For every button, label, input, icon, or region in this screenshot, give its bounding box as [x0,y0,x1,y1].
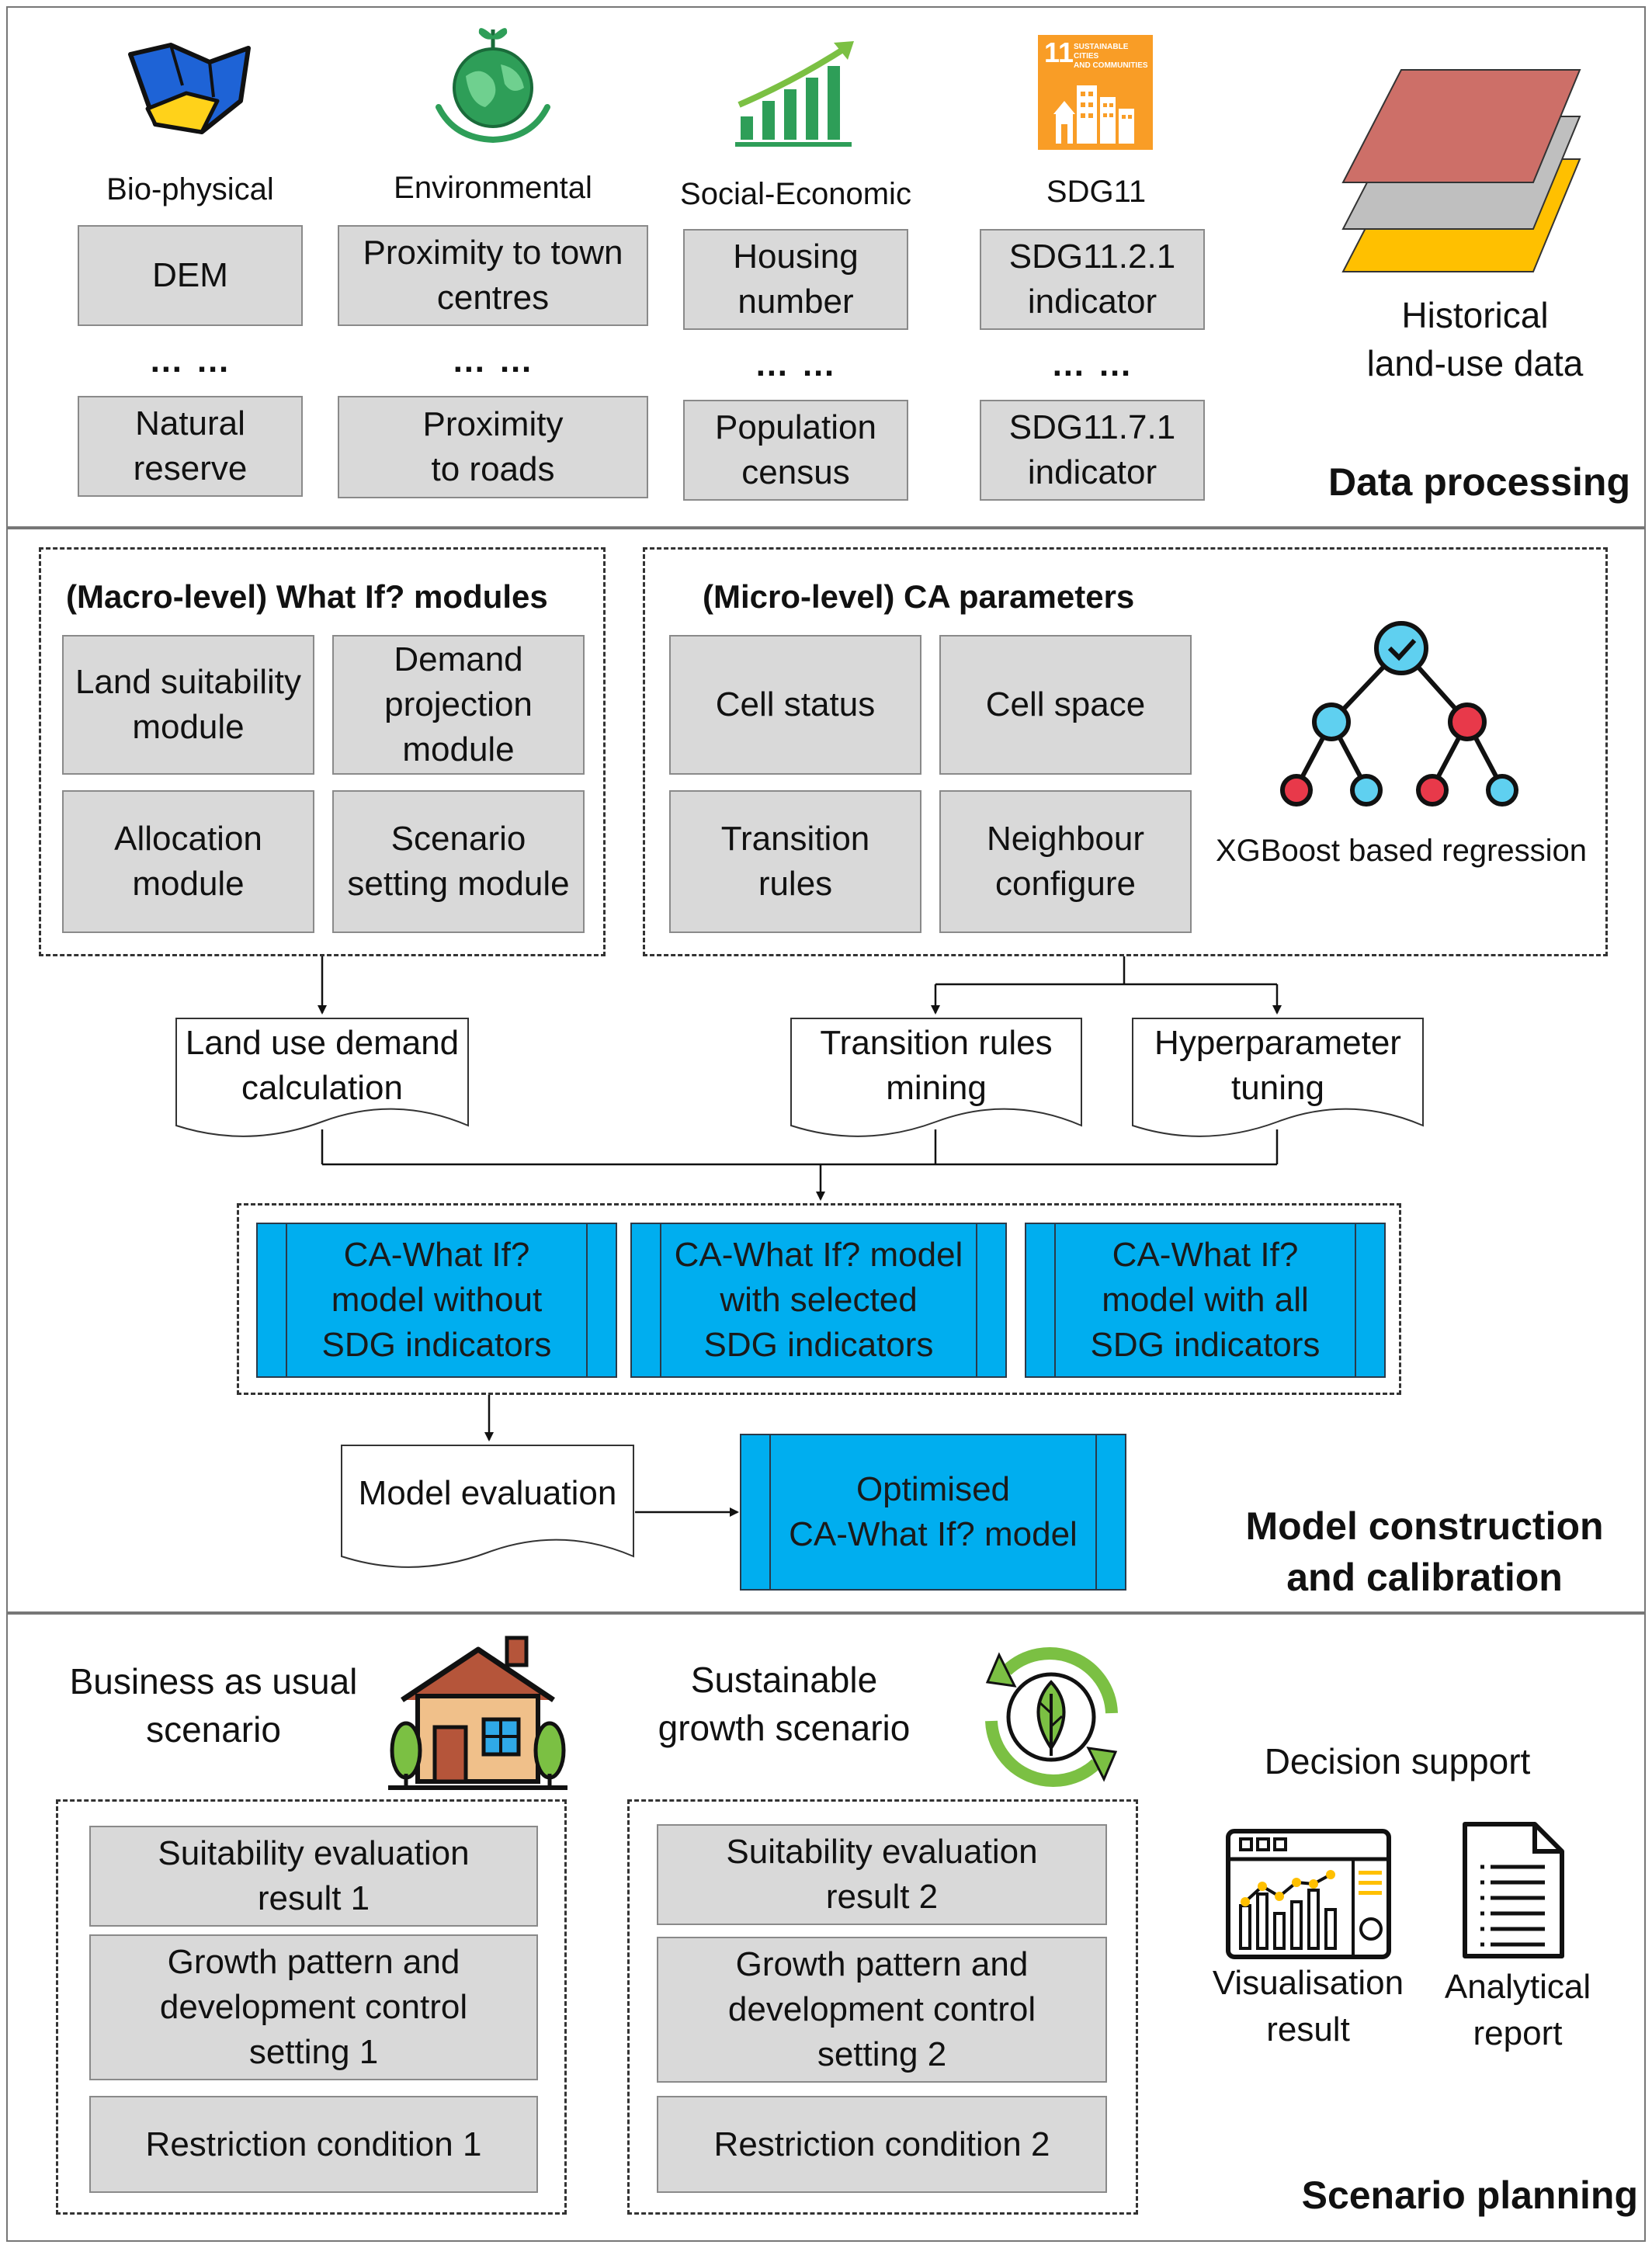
model-selected-sdg: CA-What If? model with selected SDG indi… [630,1223,1007,1378]
micro-params-container [643,547,1608,956]
business-as-usual-title: Business as usual scenario [69,1661,358,1750]
input-box-sdg1121: SDG11.2.1 indicator [980,229,1205,330]
cell-space-param: Cell space [939,635,1192,775]
data-processing-title: Data processing [1328,460,1630,504]
category-label-social-economic: Social-Economic [680,177,911,211]
growth-chart-icon [735,41,854,147]
xgboost-label: XGBoost based regression [1215,834,1588,868]
model-variants-container [237,1203,1401,1395]
land-use-layers-icon [1341,69,1581,272]
model-construction-title: Model construction and calibration [1245,1504,1604,1599]
earth-hands-icon [436,28,550,144]
sdg11-icon: 11 SUSTAINABLE CITIES AND COMMUNITIES [1038,35,1153,150]
input-box-proximity-roads: Proximity to roads [338,396,648,498]
report-document-icon [1463,1822,1564,1958]
ellipsis: … … [148,342,232,380]
demand-projection-module: Demand projection module [332,635,585,775]
visualisation-result-label: Visualisation result [1212,1964,1404,2049]
sdg11-icon-number: 11 [1044,36,1074,68]
bau-restriction: Restriction condition 1 [89,2096,538,2193]
leaf-recycle-icon [985,1647,1118,1787]
document-shape-demand [175,1018,469,1137]
model-without-sdg: CA-What If? model without SDG indicators [256,1223,617,1378]
model-evaluation: Model evaluation [358,1474,617,1512]
decision-support-title: Decision support [1264,1741,1531,1781]
allocation-module: Allocation module [62,790,314,933]
input-box-natural-reserve: Natural reserve [78,396,303,497]
ellipsis: … … [1050,345,1134,383]
land-use-demand-calculation: Land use demand calculation [185,1024,460,1107]
transition-rules-param: Transition rules [669,790,921,933]
bau-scenario-container [56,1799,567,2215]
ellipsis: … … [451,342,535,380]
sg-growth-pattern: Growth pattern and development control s… [657,1937,1107,2083]
city-buildings-icon [1053,85,1134,144]
input-box-sdg1171: SDG11.7.1 indicator [980,400,1205,501]
decision-tree-icon [1280,621,1518,807]
sg-suitability-result: Suitability evaluation result 2 [657,1824,1107,1925]
scenario-planning-title: Scenario planning [1301,2173,1638,2217]
sdg11-icon-text: SUSTAINABLE CITIES AND COMMUNITIES [1074,43,1148,70]
input-box-population: Population census [683,400,908,501]
sg-restriction: Restriction condition 2 [657,2096,1107,2193]
input-box-dem: DEM [78,225,303,326]
analytical-report-label: Analytical report [1444,1968,1591,2052]
transition-rules-mining: Transition rules mining [820,1024,1053,1107]
bau-suitability-result: Suitability evaluation result 1 [89,1826,538,1927]
category-label-sdg11: SDG11 [1046,175,1147,209]
optimised-model: Optimised CA-What If? model [740,1434,1126,1591]
terrain-map-icon [128,43,251,134]
cell-status-param: Cell status [669,635,921,775]
model-all-sdg: CA-What If? model with all SDG indicator… [1025,1223,1386,1378]
bau-growth-pattern: Growth pattern and development control s… [89,1934,538,2080]
input-box-proximity-town: Proximity to town centres [338,225,648,326]
input-box-housing: Housing number [683,229,908,330]
neighbour-configure-param: Neighbour configure [939,790,1192,933]
scenario-setting-module: Scenario setting module [332,790,585,933]
sg-scenario-container [627,1799,1138,2215]
dashboard-icon [1226,1829,1391,1959]
document-shape-mining [790,1018,1082,1137]
historical-land-use-label: Historical land-use data [1366,295,1584,383]
house-icon [388,1636,567,1790]
document-shape-evaluation [341,1445,634,1568]
micro-params-title: (Micro-level) CA parameters [703,578,1135,615]
category-label-bio-physical: Bio-physical [106,172,274,206]
sustainable-growth-title: Sustainable growth scenario [658,1660,911,1748]
hyperparameter-tuning: Hyperparameter tuning [1154,1024,1401,1107]
macro-modules-title: (Macro-level) What If? modules [66,578,548,615]
macro-modules-container [39,547,606,956]
document-shape-tuning [1132,1018,1424,1137]
category-label-environmental: Environmental [394,171,592,205]
land-suitability-module: Land suitability module [62,635,314,775]
ellipsis: … … [754,345,838,383]
